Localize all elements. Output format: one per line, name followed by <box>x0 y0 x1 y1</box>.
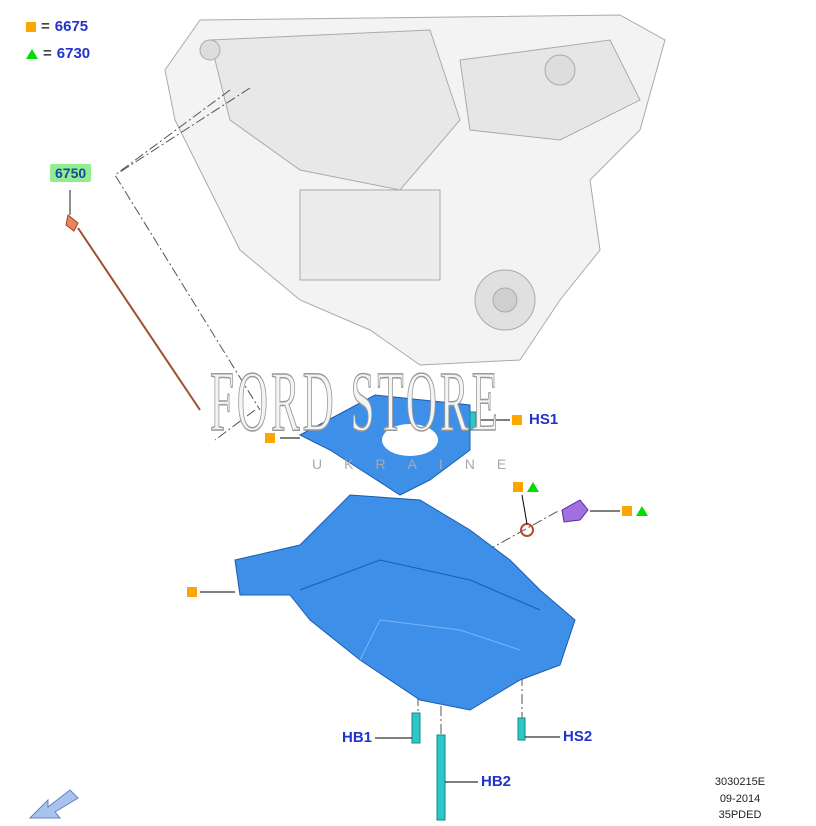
green-triangle-icon <box>527 482 539 492</box>
bolt-hs1 <box>469 411 477 431</box>
reference-model: 35PDED <box>718 809 762 821</box>
orange-square-icon <box>512 415 522 425</box>
bolt-hs2 <box>517 717 526 741</box>
equals-sign: = <box>41 18 50 35</box>
drain-plug-washer <box>520 523 534 537</box>
watermark-subtitle: UKRAINE <box>312 456 529 472</box>
equals-sign: = <box>43 45 52 62</box>
bolt-hb2 <box>436 734 446 821</box>
marker-6675 <box>265 433 275 443</box>
callout-hb2[interactable]: HB2 <box>481 773 512 790</box>
drain-plug <box>561 499 589 523</box>
watermark-title: FORD STORE <box>210 353 501 449</box>
marker-6675-6730 <box>622 506 648 516</box>
legend-part-number[interactable]: 6730 <box>56 45 91 62</box>
dipstick-6750 <box>65 190 201 411</box>
orange-square-icon <box>513 482 523 492</box>
legend-item-6675: = 6675 <box>26 18 88 35</box>
callout-hb1[interactable]: HB1 <box>342 729 373 746</box>
green-triangle-icon <box>636 506 648 516</box>
bolt-hb1 <box>411 712 421 744</box>
legend-part-number[interactable]: 6675 <box>54 18 89 35</box>
orange-square-icon <box>26 21 36 32</box>
back-arrow-icon <box>28 789 79 819</box>
reference-code: 3030215E <box>714 776 766 788</box>
marker-6675-6730 <box>513 482 539 492</box>
marker-6675 <box>187 587 197 597</box>
callout-hs1[interactable]: HS1 <box>529 411 559 428</box>
orange-square-icon <box>265 433 275 443</box>
orange-square-icon <box>187 587 197 597</box>
reference-date: 09-2014 <box>719 793 761 805</box>
green-triangle-icon <box>26 48 38 59</box>
legend-item-6730: = 6730 <box>26 45 90 62</box>
part-number-label-6750[interactable]: 6750 <box>50 164 92 182</box>
engine-illustration <box>164 14 666 366</box>
marker-6675 <box>512 415 522 425</box>
orange-square-icon <box>622 506 632 516</box>
oil-pan <box>234 494 576 711</box>
callout-hs2[interactable]: HS2 <box>563 728 593 745</box>
